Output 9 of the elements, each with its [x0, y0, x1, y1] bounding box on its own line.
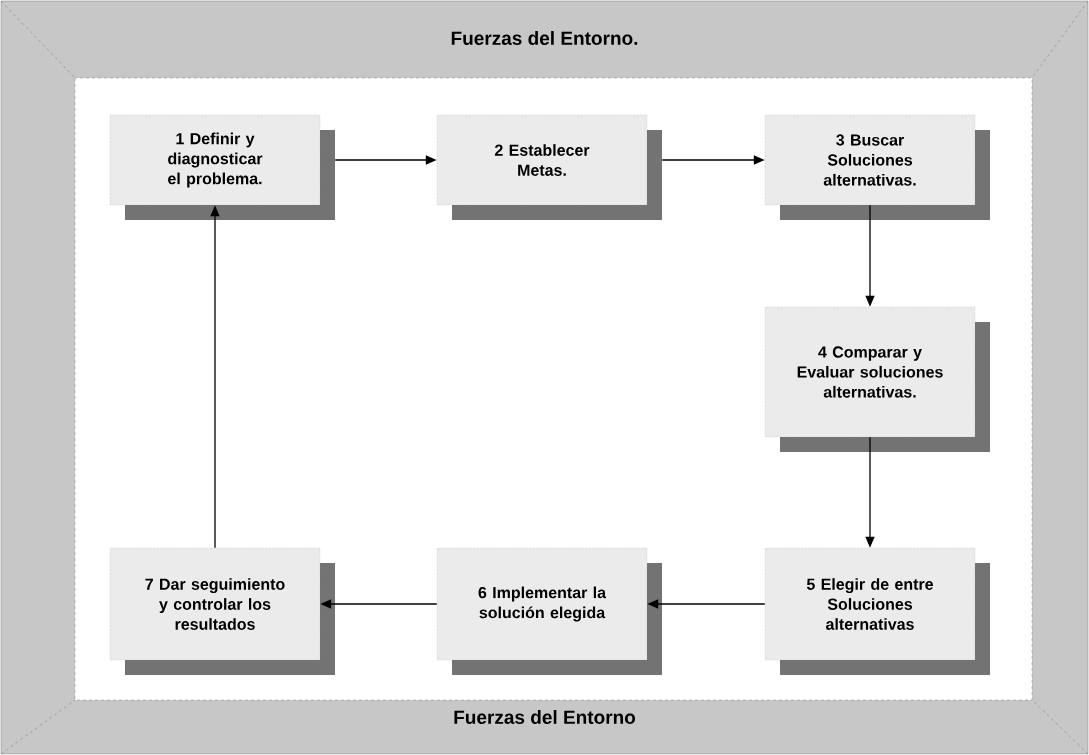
heading: Fuerzas del Entorno [454, 710, 636, 724]
process-box: 7 Dar seguimiento y controlar los resultados [109, 547, 335, 675]
process-box: 4 Comparar y Evaluar soluciones alternativas. [764, 306, 990, 452]
process-box: 3 Buscar Soluciones alternativas. [764, 114, 990, 220]
process-box: 1 Definir y diagnosticar el problema. [109, 114, 335, 220]
heading: Fuerzas del Entorno. [451, 31, 638, 45]
process-box: 6 Implementar la solución elegida [436, 547, 662, 675]
process-box: 5 Elegir de entre Soluciones alternativas [764, 547, 990, 675]
process-box: 2 Establecer Metas. [436, 114, 662, 220]
